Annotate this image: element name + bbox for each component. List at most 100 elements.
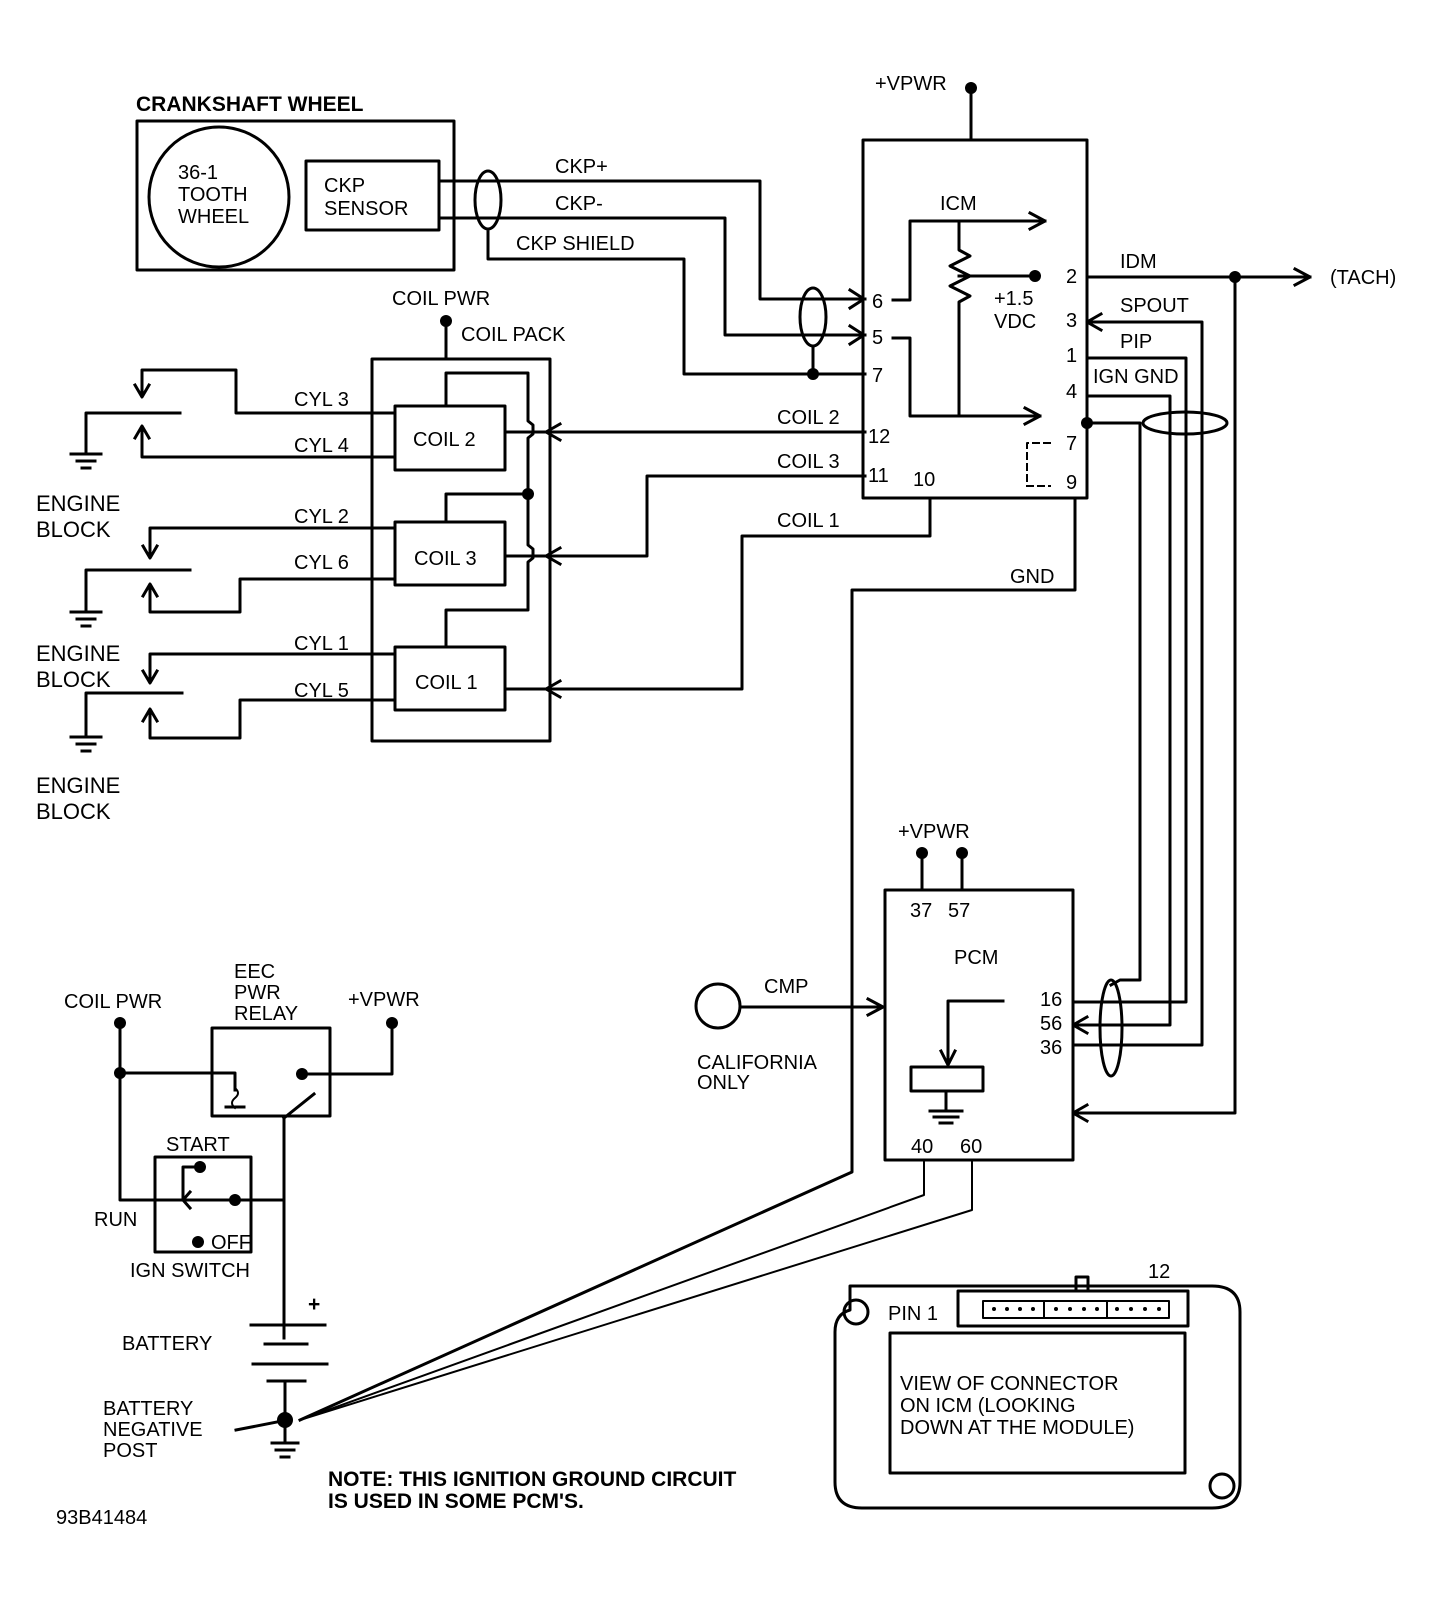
icm-signals: IDM (TACH) SPOUT PIP IGN GND GND <box>298 251 1396 1422</box>
icm-pin-12: 12 <box>868 426 890 448</box>
relay-label: PWR <box>234 982 281 1004</box>
cylinder-spark-plugs: CYL 3 CYL 4 CYL 2 CYL 6 CYL 1 CYL 5 ENGI… <box>36 368 397 824</box>
ckp-sensor-box <box>304 159 441 232</box>
shield-ellipse-icon <box>1098 978 1124 1078</box>
cyl-4-label: CYL 4 <box>294 435 349 457</box>
pcm-driver-icon <box>909 1065 985 1093</box>
off-label: OFF <box>211 1232 251 1254</box>
shield-ellipse-icon <box>1141 410 1229 436</box>
tooth-wheel-icon <box>147 125 291 269</box>
icm-pin-1: 1 <box>1066 345 1077 367</box>
icm-pin-9: 9 <box>1066 472 1077 494</box>
battery-label: BATTERY <box>122 1333 212 1355</box>
battery-plus-label: + <box>308 1293 320 1316</box>
icm-title: ICM <box>940 193 977 215</box>
pcm-pin-36: 36 <box>1040 1037 1062 1059</box>
connector-pins <box>982 1300 1170 1319</box>
icm-connector-view: PIN 1 12 VIEW OF CONNECTOR ON ICM (LOOKI… <box>833 1261 1242 1510</box>
sensor-line-2: SENSOR <box>324 198 408 220</box>
icm-pin-7: 7 <box>872 365 883 387</box>
icm-pin-7-right: 7 <box>1066 433 1077 455</box>
cyl-2-label: CYL 2 <box>294 506 349 528</box>
icm-pin-6: 6 <box>872 291 883 313</box>
power-circuit: COIL PWR EEC PWR RELAY +VPWR START RUN O… <box>64 961 420 1462</box>
pcm-pin-37: 37 <box>910 900 932 922</box>
coil-1-wire-label: COIL 1 <box>777 510 840 532</box>
engine-block-label: BLOCK <box>36 799 111 824</box>
ground-note: NOTE: THIS IGNITION GROUND CIRCUIT IS US… <box>328 1468 736 1513</box>
crankshaft-title: CRANKSHAFT WHEEL <box>136 93 364 116</box>
crankshaft-wheel-assembly: CRANKSHAFT WHEEL 36-1 TOOTH WHEEL CKP SE… <box>135 93 456 272</box>
module-outline <box>833 1284 1242 1510</box>
icm-voltage-1: +1.5 <box>994 288 1033 310</box>
coil-2-label: COIL 2 <box>413 429 476 451</box>
wheel-line-2: TOOTH <box>178 184 248 206</box>
run-label: RUN <box>94 1209 137 1231</box>
icm-vpwr-label: +VPWR <box>875 73 947 95</box>
icm-pin-2: 2 <box>1066 266 1077 288</box>
connector-shell <box>956 1289 1190 1328</box>
coil-pack: COIL PWR COIL PACK COIL 2 COIL 3 COIL 1 … <box>370 288 932 743</box>
cyl-3-label: CYL 3 <box>294 389 349 411</box>
icm-module: +VPWR ICM +1.5 VDC 6 5 7 12 11 10 2 3 1 … <box>861 73 1089 500</box>
cmp-label: CMP <box>764 976 808 998</box>
relay-label: EEC <box>234 961 275 983</box>
pcm-module: +VPWR 37 57 PCM 16 56 36 40 60 CMP CALIF… <box>298 821 1075 1422</box>
wheel-line-1: 36-1 <box>178 162 218 184</box>
coil-1-label: COIL 1 <box>415 672 478 694</box>
relay-vpwr-label: +VPWR <box>348 989 420 1011</box>
cmp-sensor-icon <box>694 982 742 1030</box>
pin-1-label: PIN 1 <box>888 1303 938 1325</box>
mount-hole-icon <box>1208 1472 1236 1500</box>
gnd-label: GND <box>1010 566 1054 588</box>
relay-coil-icon <box>231 1086 239 1110</box>
neg-post-label: NEGATIVE <box>103 1419 203 1441</box>
pcm-pin-40: 40 <box>911 1136 933 1158</box>
icm-pin-10: 10 <box>913 469 935 491</box>
ign-switch-box <box>153 1155 253 1254</box>
eec-relay-box <box>210 1026 332 1118</box>
note-line-1: NOTE: THIS IGNITION GROUND CIRCUIT <box>328 1468 736 1491</box>
coil-3-box <box>393 520 507 587</box>
pip-label: PIP <box>1120 331 1152 353</box>
engine-block-label: BLOCK <box>36 667 111 692</box>
sensor-line-1: CKP <box>324 175 365 197</box>
coil-3-label: COIL 3 <box>414 548 477 570</box>
pin-12-label: 12 <box>1148 1261 1170 1283</box>
junction-dot <box>807 368 819 380</box>
coil-pack-title: COIL PACK <box>461 324 566 346</box>
ckp-minus-label: CKP- <box>555 193 603 215</box>
ckp-shield-wire <box>486 230 867 376</box>
ckp-wires: CKP+ CKP- CKP SHIELD <box>437 156 867 380</box>
relay-contact-icon <box>281 1091 317 1121</box>
icm-pin-4: 4 <box>1066 381 1077 403</box>
relay-label: RELAY <box>234 1003 298 1025</box>
cyl-5-label: CYL 5 <box>294 680 349 702</box>
california-label: ONLY <box>697 1072 750 1094</box>
start-label: START <box>166 1134 230 1156</box>
caption-line-1: VIEW OF CONNECTOR <box>900 1373 1119 1395</box>
figure-id: 93B41484 <box>56 1507 147 1529</box>
neg-post-label: POST <box>103 1440 157 1462</box>
california-label: CALIFORNIA <box>697 1052 818 1074</box>
note-line-2: IS USED IN SOME PCM'S. <box>328 1490 584 1513</box>
pcm-box <box>883 888 1075 1162</box>
coil-pwr-label: COIL PWR <box>392 288 490 310</box>
icm-pin-3: 3 <box>1066 310 1077 332</box>
engine-block-label: BLOCK <box>36 517 111 542</box>
coil-1-box <box>393 645 507 712</box>
pcm-pin-60: 60 <box>960 1136 982 1158</box>
icm-voltage-2: VDC <box>994 311 1036 333</box>
coil-2-wire-label: COIL 2 <box>777 407 840 429</box>
ckp-plus-label: CKP+ <box>555 156 608 178</box>
tach-label: (TACH) <box>1330 267 1396 289</box>
shield-ellipse-icon <box>798 286 828 348</box>
coil-2-box <box>393 404 507 472</box>
negative-post-junction <box>277 1412 293 1428</box>
ign-switch-label: IGN SWITCH <box>130 1260 250 1282</box>
engine-block-label: ENGINE <box>36 491 120 516</box>
pcm-pin-16: 16 <box>1040 989 1062 1011</box>
ckp-shield-label: CKP SHIELD <box>516 233 635 255</box>
caption-box <box>888 1331 1187 1475</box>
pcm-title: PCM <box>954 947 998 969</box>
